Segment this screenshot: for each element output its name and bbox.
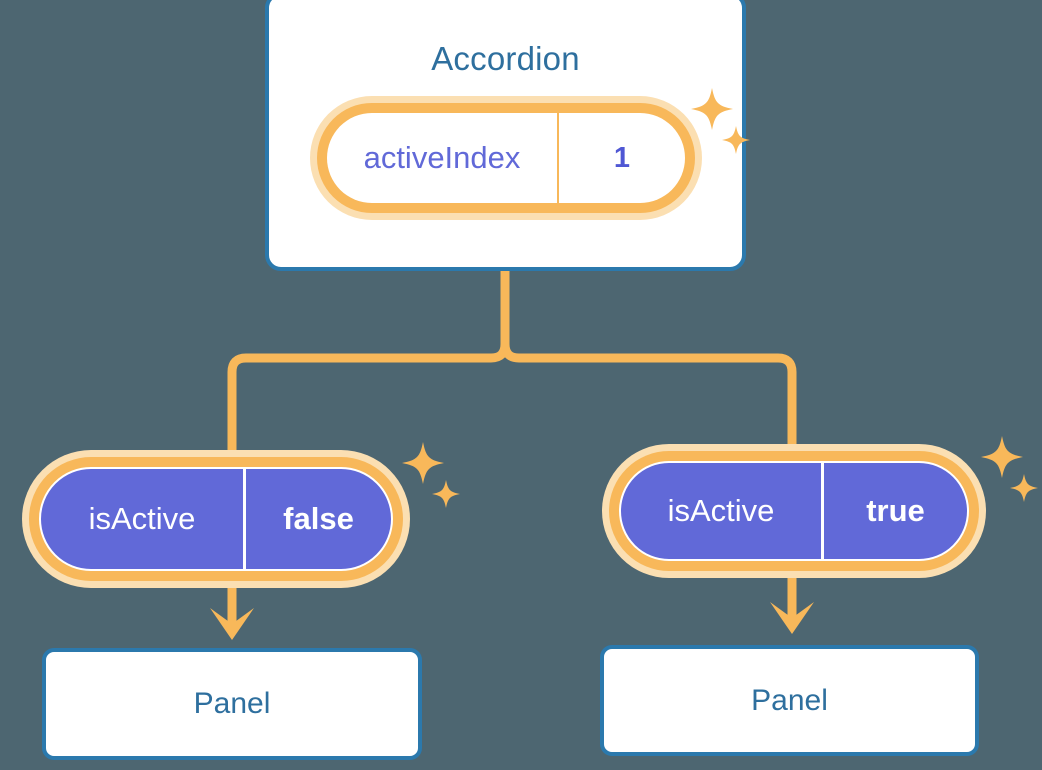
state-pill-activeindex: activeIndex 1 xyxy=(310,96,702,220)
state-value-label: true xyxy=(866,493,925,528)
state-pill-isactive-false: isActive false xyxy=(22,450,410,588)
state-value-label: 1 xyxy=(613,141,631,174)
state-key-label: activeIndex xyxy=(327,113,559,203)
tree-connector-path xyxy=(227,265,510,457)
panel-label: Panel xyxy=(193,687,271,720)
panel-card-left: Panel xyxy=(42,648,422,760)
panel-card-right: Panel xyxy=(600,645,979,756)
state-key-label: isActive xyxy=(41,469,246,569)
tree-connector-path-right xyxy=(500,265,797,451)
state-key-label: isActive xyxy=(621,463,824,559)
panel-label: Panel xyxy=(751,683,828,717)
pill-body: isActive false xyxy=(39,467,393,571)
state-pill-isactive-true: isActive true xyxy=(602,444,986,578)
state-value-label: false xyxy=(283,501,354,536)
arrow-down-icon-right xyxy=(770,578,814,634)
pill-body: isActive true xyxy=(619,461,969,561)
arrow-down-icon-left xyxy=(210,586,254,640)
page-title: Accordion xyxy=(431,40,580,77)
pill-body: activeIndex 1 xyxy=(327,113,685,203)
